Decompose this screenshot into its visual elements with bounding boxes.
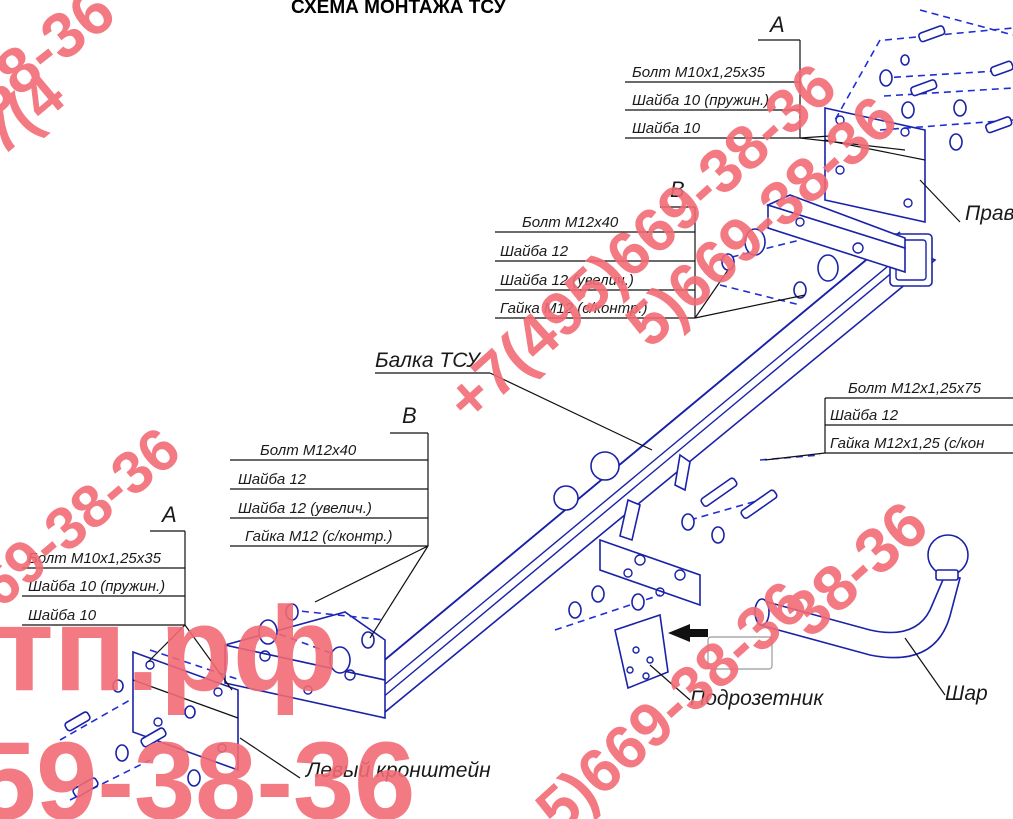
- watermark-6: тп.рф: [0, 582, 338, 716]
- label-a-left-item-3: Шайба 10: [28, 607, 97, 624]
- watermark-2: +7(4: [0, 60, 77, 190]
- label-group-ball-bolts: Болт М12х1,25х75 Шайба 12 Гайка М12х1,25…: [764, 380, 1013, 461]
- label-letter-b-bottom: B: [402, 403, 417, 428]
- fasteners-right-b: [719, 228, 839, 306]
- watermark-7: 59-38-36: [0, 720, 415, 819]
- label-a-right-item-3: Шайба 10: [632, 120, 701, 137]
- label-b-bottom-item-2: Шайба 12: [238, 471, 307, 488]
- fasteners-left-b: [258, 603, 386, 674]
- label-beam: Балка ТСУ: [375, 349, 653, 451]
- label-left-bracket: Левый кронштейн: [239, 737, 491, 782]
- label-a-left-item-2: Шайба 10 (пружин.): [28, 578, 165, 595]
- fasteners-ball-mount: [554, 454, 821, 631]
- label-ball-text: Шар: [945, 682, 988, 705]
- fasteners-left-a: [59, 649, 241, 801]
- label-b-top-item-3: Шайба 12 (увелич.): [500, 272, 634, 289]
- label-a-left-item-1: Болт М10х1,25х35: [28, 550, 162, 567]
- label-letter-b-top: B: [670, 177, 685, 202]
- label-letter-a-left: A: [160, 502, 177, 527]
- tow-beam: [369, 231, 937, 714]
- label-socket-plate: Подрозетник: [649, 664, 824, 710]
- ball-mount-area: [553, 451, 701, 607]
- label-group-b-top: B Болт М12х40 Шайба 12 Шайба 12 (увелич.…: [495, 177, 806, 319]
- label-ball-bolts-item-3: Гайка М12х1,25 (с/кон: [830, 435, 984, 452]
- label-b-top-item-2: Шайба 12: [500, 243, 569, 260]
- label-b-top-item-4: Гайка М12 (с/контр.): [500, 300, 647, 317]
- tow-ball: [754, 534, 969, 659]
- label-b-bottom-item-1: Болт М12х40: [260, 442, 357, 459]
- diagram-title: СХЕМА МОНТАЖА ТСУ: [291, 0, 506, 18]
- label-socket-plate-text: Подрозетник: [690, 687, 824, 710]
- label-right-bracket: Прав: [919, 179, 1013, 225]
- label-a-right-item-1: Болт М10х1,25х35: [632, 64, 766, 81]
- label-ball: Шар: [904, 637, 988, 705]
- label-left-bracket-text: Левый кронштейн: [304, 759, 491, 782]
- label-b-bottom-item-3: Шайба 12 (увелич.): [238, 500, 372, 517]
- label-group-a-right: A Болт М10х1,25х35 Шайба 10 (пружин.) Ша…: [625, 12, 906, 151]
- label-b-bottom-item-4: Гайка М12 (с/контр.): [245, 528, 392, 545]
- label-group-b-bottom: B Болт М12х40 Шайба 12 Шайба 12 (увелич.…: [230, 403, 429, 639]
- label-letter-a-right: A: [768, 12, 785, 37]
- label-group-a-left: A Болт М10х1,25х35 Шайба 10 (пружин.) Ша…: [22, 502, 233, 691]
- label-ball-bolts-item-2: Шайба 12: [830, 407, 899, 424]
- fasteners-right-a: [834, 9, 1013, 151]
- label-a-right-item-2: Шайба 10 (пружин.): [632, 92, 769, 109]
- label-beam-text: Балка ТСУ: [375, 349, 482, 372]
- label-right-bracket-text: Прав: [965, 202, 1013, 225]
- label-b-top-item-1: Болт М12х40: [522, 214, 619, 231]
- right-bracket-plate: [824, 107, 926, 223]
- label-ball-bolts-item-1: Болт М12х1,25х75: [848, 380, 982, 397]
- right-bracket-arm: [765, 194, 906, 274]
